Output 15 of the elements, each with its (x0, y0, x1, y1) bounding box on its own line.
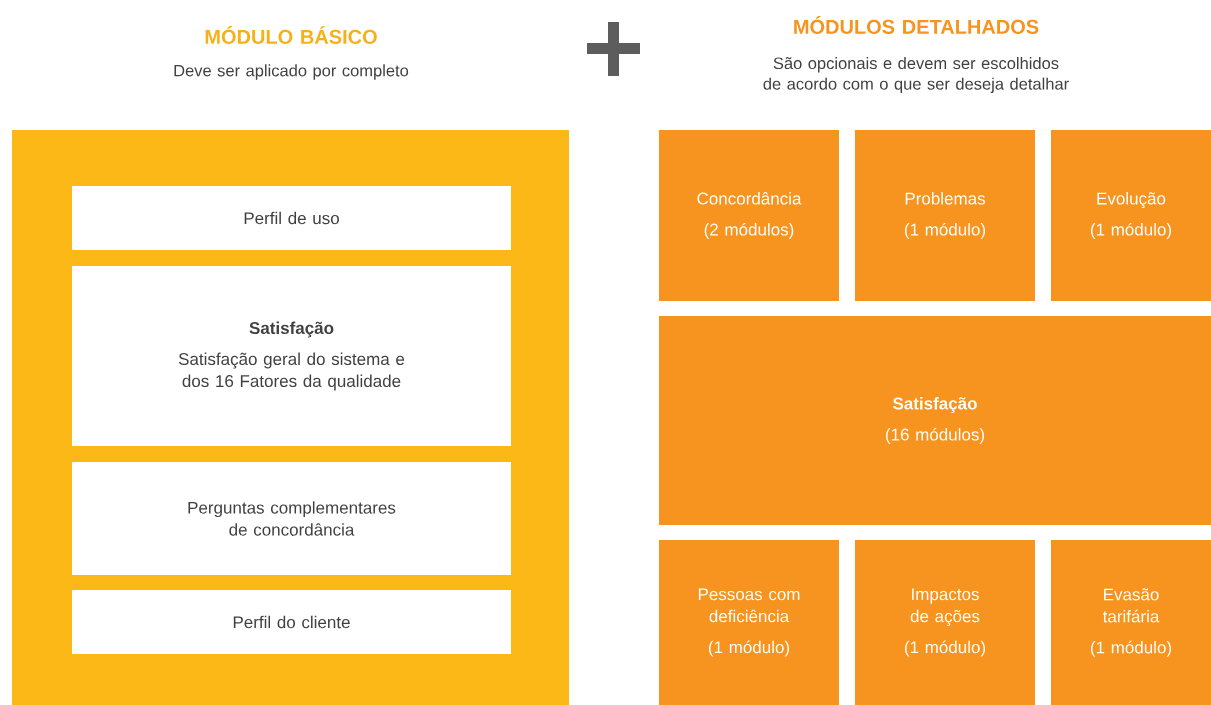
heading: MÓDULO BÁSICO (205, 26, 377, 44)
module-box: Satisfação (16 módulos) (659, 316, 1211, 525)
module-box: Pessoas com deficiência (1 módulo) (659, 540, 839, 705)
module-box: Evasão tarifária (1 módulo) (1051, 540, 1211, 705)
module-box: Perfil do cliente (72, 590, 511, 654)
module-box: Satisfação Satisfação geral do sistema e dos 16 Fatores da qualidade (72, 266, 511, 446)
module-box: Impactos de ações (1 módulo) (855, 540, 1035, 705)
module-box: Perfil de uso (72, 186, 511, 250)
module-box: Evolução (1 módulo) (1051, 130, 1211, 301)
module-box: Concordância (2 módulos) (659, 130, 839, 301)
heading: MÓDULOS DETALHADOS (794, 16, 1039, 34)
module-box: Problemas (1 módulo) (855, 130, 1035, 301)
subtitle: São opcionais e devem ser escolhidos de acordo com o que ser deseja detalhar (763, 57, 1069, 93)
module-box: Perguntas complementares de concordância (72, 462, 511, 575)
subtitle: Deve ser aplicado por completo (174, 64, 409, 80)
